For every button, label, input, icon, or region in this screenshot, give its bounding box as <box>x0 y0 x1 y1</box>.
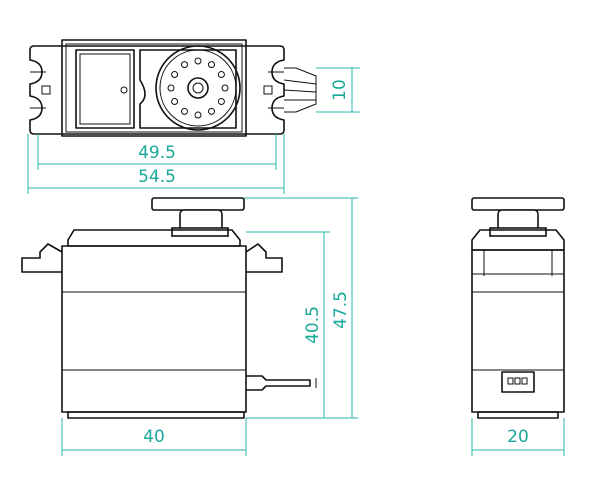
side-horn-base <box>489 227 547 237</box>
front-ear-left <box>21 243 63 273</box>
horn-hole <box>181 107 188 115</box>
front-body <box>61 245 247 413</box>
horn-holes <box>167 57 229 119</box>
top-view-cover-panel <box>75 49 135 129</box>
top-view-gear-housing <box>139 49 237 129</box>
horn-hole <box>194 57 202 65</box>
side-view <box>471 197 565 419</box>
horn-hole <box>181 61 188 69</box>
horn-hole <box>217 98 225 105</box>
top-view-case <box>61 39 247 137</box>
dim-label-body-width: 40 <box>143 427 165 447</box>
dimension-labels: 49.5 54.5 10 40.5 47.5 40 20 <box>138 79 529 447</box>
front-view <box>21 197 317 419</box>
dim-label-inner-mount-width: 49.5 <box>138 143 176 163</box>
mount-hole-right <box>263 85 273 95</box>
front-body-bottom-lip <box>67 411 245 419</box>
front-horn-arm <box>151 197 245 211</box>
side-horn-arm <box>471 197 565 211</box>
horn-hole <box>194 111 202 119</box>
output-shaft-center <box>192 82 204 94</box>
top-view <box>29 39 317 137</box>
horn-hole <box>217 71 225 78</box>
dim-label-cable-height: 10 <box>330 79 350 101</box>
dimension-lines <box>27 67 565 456</box>
side-horn-hub <box>497 209 539 231</box>
horn-hole <box>171 71 179 78</box>
top-view-case-inner <box>65 43 243 133</box>
side-connector-pin-2 <box>514 377 521 385</box>
horn-hole <box>208 61 215 69</box>
dim-label-body-depth: 20 <box>507 427 529 447</box>
front-horn-hub <box>179 209 223 231</box>
front-horn-base <box>171 227 229 237</box>
dim-label-overall-height: 47.5 <box>331 291 351 329</box>
top-view-cover-panel-inner <box>79 53 131 125</box>
output-horn-ring <box>159 49 237 127</box>
horn-hole <box>171 98 179 105</box>
horn-hole <box>167 84 175 92</box>
mount-hole-left <box>41 85 51 95</box>
cable-wires <box>283 67 317 113</box>
dim-label-body-height: 40.5 <box>303 306 323 344</box>
side-connector-pin-1 <box>507 377 514 385</box>
dim-label-overall-width: 54.5 <box>138 167 176 187</box>
horn-hole <box>208 107 215 115</box>
cover-screw <box>120 86 128 94</box>
output-shaft <box>187 77 209 99</box>
horn-hole <box>221 84 229 92</box>
front-ear-right <box>245 243 283 273</box>
side-connector <box>501 371 535 393</box>
output-horn <box>155 45 241 131</box>
front-cable-exit <box>246 375 311 391</box>
side-body-bottom-lip <box>477 411 559 419</box>
side-connector-pin-3 <box>521 377 528 385</box>
